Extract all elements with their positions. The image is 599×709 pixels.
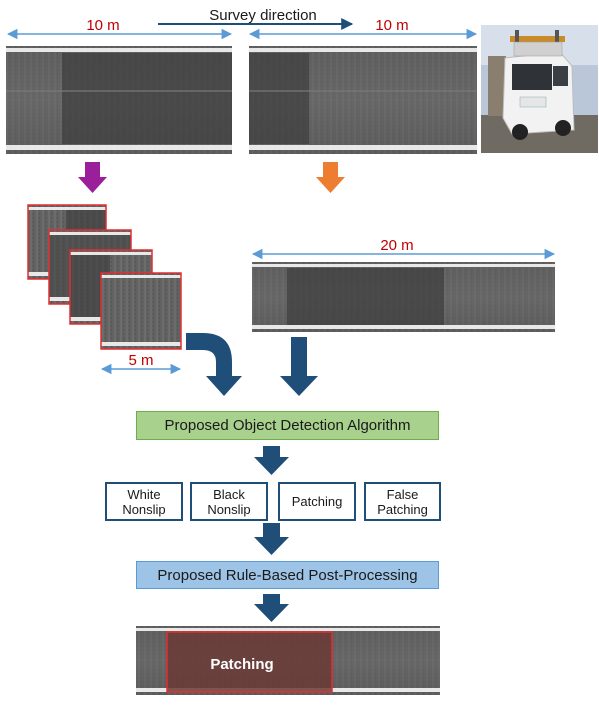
tile-distance-label: 5 m [128,352,153,369]
result-road-image: Patching [136,626,440,695]
stitched-distance-label: 20 m [380,237,413,254]
road-image-stitched [252,262,555,332]
top-left-distance-label: 10 m [86,17,119,34]
class-patching: Patching [278,482,356,521]
survey-direction-label: Survey direction [209,7,317,24]
class-false-patching: False Patching [364,482,441,521]
tile-4 [100,272,182,350]
stitched-down-arrow [280,337,318,396]
post-processing-stage: Proposed Rule-Based Post-Processing [136,561,439,589]
top-right-distance-label: 10 m [375,17,408,34]
class-black-nonslip: Black Nonslip [190,482,268,521]
road-image-left [6,46,232,154]
post-output-arrow [254,594,289,622]
classes-output-arrow [254,523,289,555]
curved-down-arrow [186,333,242,396]
patching-detection-box [166,631,333,693]
tile-stack [27,204,182,350]
orange-down-arrow [316,162,345,193]
detection-output-arrow [254,446,289,475]
survey-vehicle-photo [481,25,598,153]
object-detection-stage: Proposed Object Detection Algorithm [136,411,439,440]
class-white-nonslip: White Nonslip [105,482,183,521]
road-image-right [249,46,477,154]
purple-down-arrow [78,162,107,193]
result-patching-label: Patching [210,656,273,673]
